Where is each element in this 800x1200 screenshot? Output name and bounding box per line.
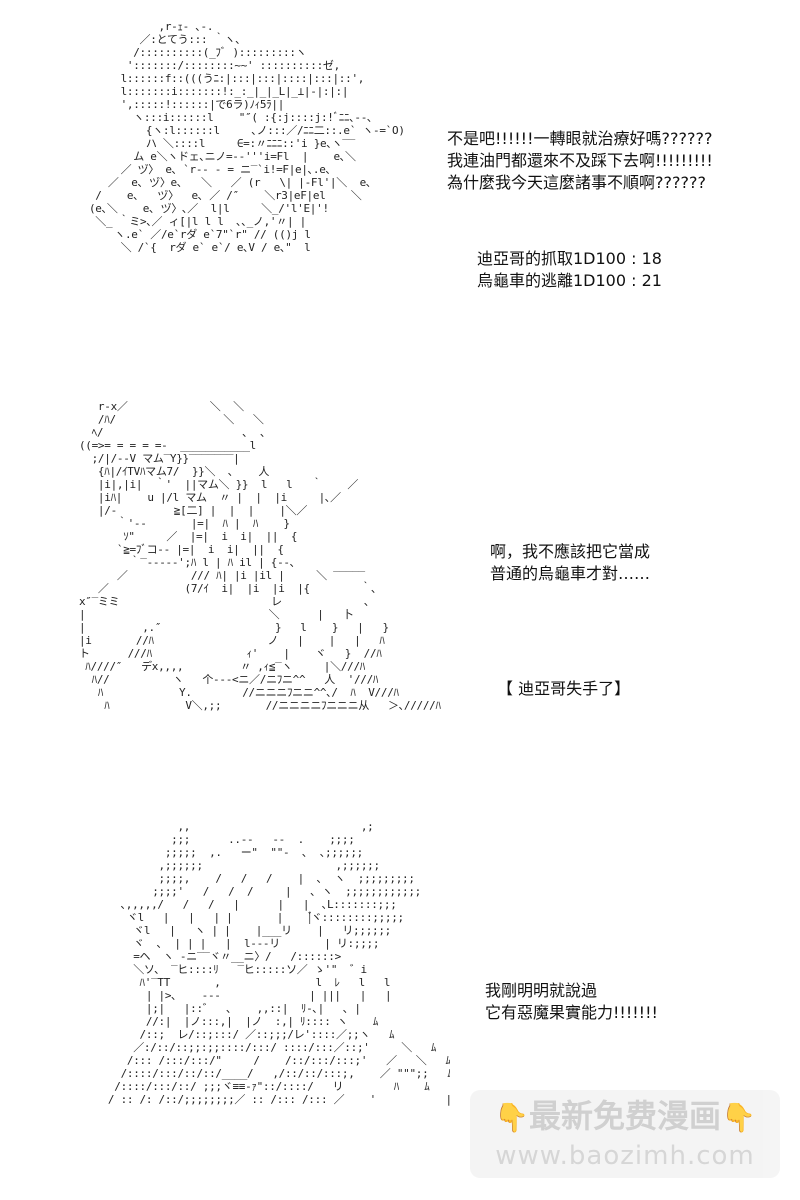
ascii-art-character-1: ,r-ｪ- ､-. ／:とてう::: ｀ヽ、 /::::::::::(_ﾌﾞ )… <box>88 20 405 254</box>
watermark: 👇最新免费漫画👇 www.baozimh.com <box>470 1090 780 1178</box>
dialogue-block-2: 啊，我不應該把它當成 普通的烏龜車才對…… <box>490 541 650 585</box>
dialogue-line: 為什麼我今天這麼諸事不順啊?????? <box>447 173 706 192</box>
dialogue-line: 啊，我不應該把它當成 <box>490 542 651 561</box>
watermark-url: www.baozimh.com <box>495 1141 755 1171</box>
dice-roll-block: 迪亞哥的抓取1D100 : 18 烏龜車的逃離1D100 : 21 <box>477 248 662 292</box>
event-label: 【 迪亞哥失手了】 <box>497 678 630 700</box>
pointing-hand-icon: 👇 <box>494 1101 529 1134</box>
dialogue-line: 不是吧!!!!!!一轉眼就治療好嗎?????? <box>447 129 713 148</box>
panel-2: r-x／ ＼ ＼ /ﾊ/ ＼ ＼ ﾍ/ ､ ､ ((=>= = = = =‐ _… <box>0 390 800 810</box>
pointing-hand-icon: 👇 <box>721 1101 756 1134</box>
watermark-title: 👇最新免费漫画👇 <box>470 1096 780 1138</box>
dialogue-line: 普通的烏龜車才對…… <box>490 564 651 583</box>
ascii-art-character-2: r-x／ ＼ ＼ /ﾊ/ ＼ ＼ ﾍ/ ､ ､ ((=>= = = = =‐ _… <box>78 400 441 712</box>
dice-roll-line: 烏龜車的逃離1D100 : 21 <box>477 271 662 290</box>
panel-1: ,r-ｪ- ､-. ／:とてう::: ｀ヽ、 /::::::::::(_ﾌﾞ )… <box>0 0 800 390</box>
event-line: 【 迪亞哥失手了】 <box>497 679 631 698</box>
dialogue-line: 我連油門都還來不及踩下去啊!!!!!!!!! <box>447 151 713 170</box>
watermark-title-text: 最新免费漫画 <box>528 1097 721 1135</box>
ascii-art-character-3: ,, ,; ;;; ..‐‐ ‐‐ . ;;;; ;;;;; ,. ー" ""‐… <box>107 820 450 1106</box>
dialogue-block-3: 我剛明明就說過 它有惡魔果實能力!!!!!!! <box>485 980 658 1024</box>
panel-3: ,, ,; ;;; ..‐‐ ‐‐ . ;;;; ;;;;; ,. ー" ""‐… <box>0 810 800 1200</box>
dice-roll-line: 迪亞哥的抓取1D100 : 18 <box>477 249 662 268</box>
dialogue-block-1: 不是吧!!!!!!一轉眼就治療好嗎?????? 我連油門都還來不及踩下去啊!!!… <box>447 128 713 194</box>
dialogue-line: 我剛明明就說過 <box>485 981 598 1000</box>
dialogue-line: 它有惡魔果實能力!!!!!!! <box>485 1003 658 1022</box>
